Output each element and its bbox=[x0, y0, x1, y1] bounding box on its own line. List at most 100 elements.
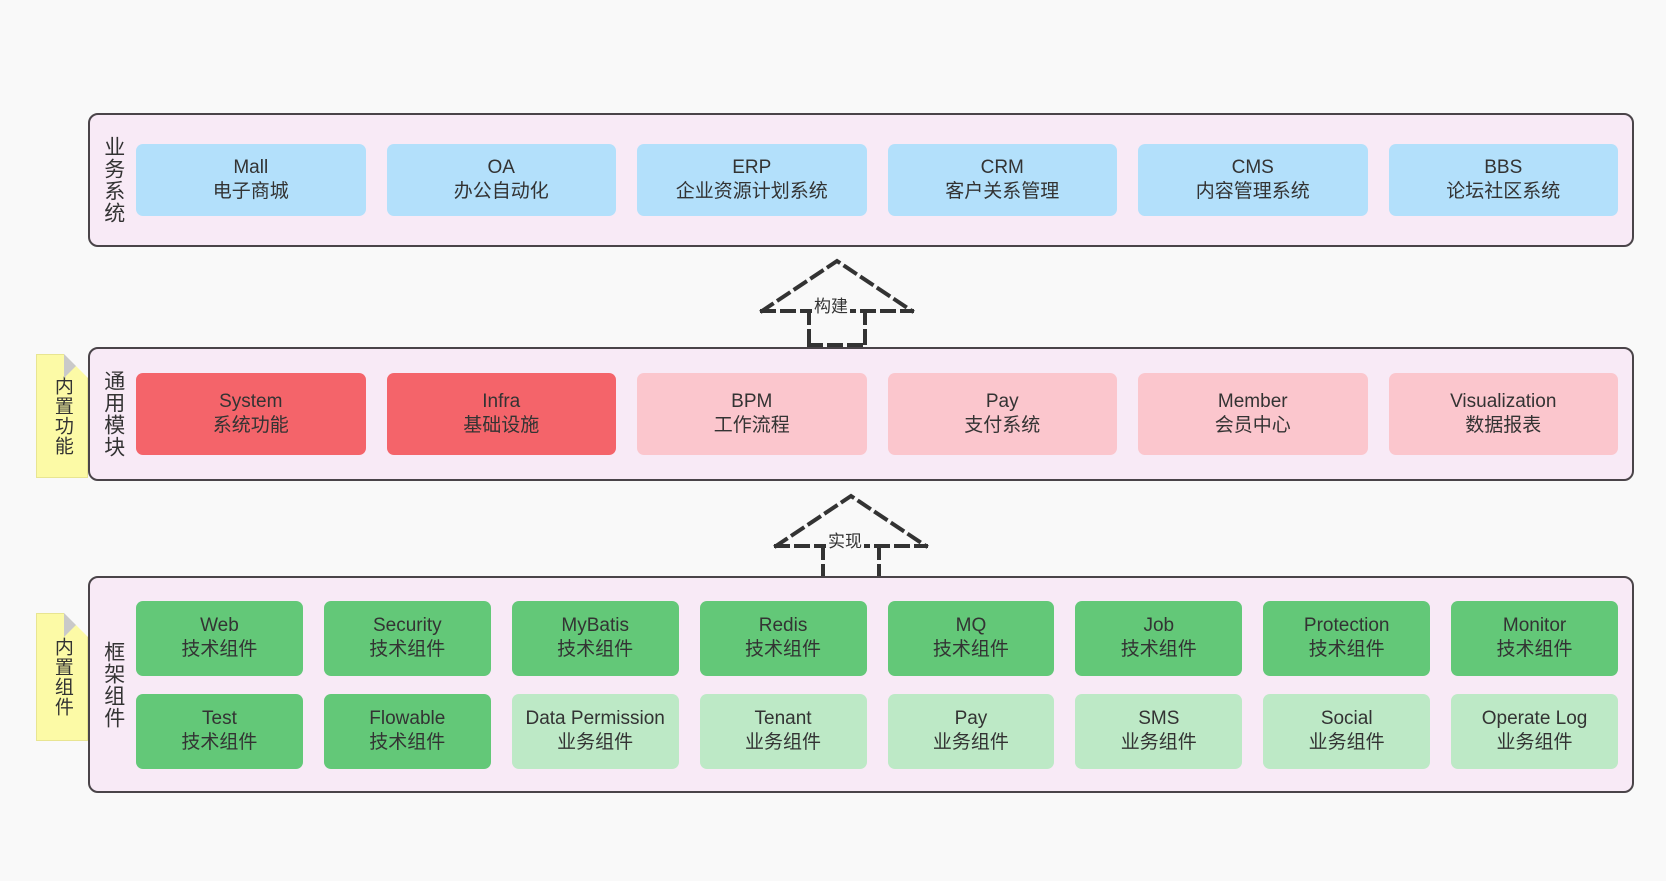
card-subtitle: 技术组件 bbox=[932, 639, 1009, 660]
card-subtitle: 技术组件 bbox=[369, 639, 446, 660]
card-subtitle: 业务组件 bbox=[932, 732, 1009, 753]
card-subtitle: 技术组件 bbox=[1120, 639, 1197, 660]
card-title: MyBatis bbox=[561, 614, 629, 636]
connector-implement-label: 实现 bbox=[826, 527, 864, 552]
card-title: Test bbox=[202, 707, 237, 729]
card-bbs[interactable]: BBS 论坛社区系统 bbox=[1388, 144, 1618, 216]
card-title: OA bbox=[487, 156, 515, 178]
card-subtitle: 办公自动化 bbox=[453, 181, 549, 202]
card-monitor[interactable]: Monitor 技术组件 bbox=[1451, 600, 1618, 676]
note-builtin-components: 内置组件 bbox=[36, 613, 88, 741]
card-title: Operate Log bbox=[1481, 707, 1588, 729]
card-protection[interactable]: Protection 技术组件 bbox=[1263, 600, 1431, 676]
connector-build-label: 构建 bbox=[812, 292, 850, 317]
card-data-permission[interactable]: Data Permission 业务组件 bbox=[511, 693, 679, 769]
card-row: Mall 电子商城 OA 办公自动化 ERP 企业资源计划系统 CRM 客户关系… bbox=[136, 144, 1618, 216]
card-subtitle: 技术组件 bbox=[1308, 639, 1385, 660]
note-label: 内置组件 bbox=[51, 637, 73, 717]
card-title: Infra bbox=[482, 390, 521, 412]
layer-business-systems: 业务系统 Mall 电子商城 OA 办公自动化 ERP 企业资源计划系统 CRM… bbox=[88, 113, 1634, 247]
card-subtitle: 基础设施 bbox=[463, 415, 540, 436]
card-pay[interactable]: Pay 支付系统 bbox=[887, 373, 1117, 455]
card-pay-component[interactable]: Pay 业务组件 bbox=[887, 693, 1055, 769]
card-subtitle: 业务组件 bbox=[745, 732, 822, 753]
card-subtitle: 工作流程 bbox=[713, 415, 790, 436]
card-subtitle: 数据报表 bbox=[1465, 415, 1542, 436]
card-title: Social bbox=[1320, 707, 1373, 729]
card-title: Flowable bbox=[369, 707, 446, 729]
card-title: Pay bbox=[985, 390, 1019, 412]
card-title: CRM bbox=[980, 156, 1024, 178]
card-subtitle: 技术组件 bbox=[1496, 639, 1573, 660]
card-subtitle: 业务组件 bbox=[557, 732, 634, 753]
card-member[interactable]: Member 会员中心 bbox=[1138, 373, 1368, 455]
card-title: MQ bbox=[955, 614, 987, 636]
card-web[interactable]: Web 技术组件 bbox=[136, 600, 303, 676]
card-title: Protection bbox=[1303, 614, 1390, 636]
card-test[interactable]: Test 技术组件 bbox=[136, 693, 303, 769]
card-operate-log[interactable]: Operate Log 业务组件 bbox=[1451, 693, 1618, 769]
card-infra[interactable]: Infra 基础设施 bbox=[386, 373, 616, 455]
card-row: Test 技术组件 Flowable 技术组件 Data Permission … bbox=[136, 693, 1618, 769]
card-subtitle: 会员中心 bbox=[1214, 415, 1291, 436]
card-subtitle: 技术组件 bbox=[181, 732, 258, 753]
layer-body-business-systems: Mall 电子商城 OA 办公自动化 ERP 企业资源计划系统 CRM 客户关系… bbox=[136, 115, 1632, 245]
card-subtitle: 业务组件 bbox=[1120, 732, 1197, 753]
card-title: CMS bbox=[1231, 156, 1274, 178]
card-visualization[interactable]: Visualization 数据报表 bbox=[1388, 373, 1618, 455]
card-mq[interactable]: MQ 技术组件 bbox=[887, 600, 1055, 676]
card-row: Web 技术组件 Security 技术组件 MyBatis 技术组件 Redi… bbox=[136, 600, 1618, 676]
card-subtitle: 论坛社区系统 bbox=[1446, 181, 1561, 202]
card-title: Member bbox=[1217, 390, 1288, 412]
layer-label-common-modules: 通用模块 bbox=[101, 370, 125, 458]
card-subtitle: 电子商城 bbox=[212, 181, 289, 202]
card-sms[interactable]: SMS 业务组件 bbox=[1075, 693, 1243, 769]
card-title: Data Permission bbox=[525, 707, 665, 729]
card-subtitle: 客户关系管理 bbox=[945, 181, 1060, 202]
layer-label-business-systems: 业务系统 bbox=[101, 136, 125, 224]
card-row: System 系统功能 Infra 基础设施 BPM 工作流程 Pay 支付系统… bbox=[136, 373, 1618, 455]
card-title: Pay bbox=[954, 707, 988, 729]
card-title: BBS bbox=[1484, 156, 1523, 178]
card-flowable[interactable]: Flowable 技术组件 bbox=[323, 693, 491, 769]
card-erp[interactable]: ERP 企业资源计划系统 bbox=[637, 144, 867, 216]
card-title: Security bbox=[372, 614, 442, 636]
card-subtitle: 企业资源计划系统 bbox=[675, 181, 828, 202]
card-mybatis[interactable]: MyBatis 技术组件 bbox=[511, 600, 679, 676]
card-title: SMS bbox=[1138, 707, 1180, 729]
card-system[interactable]: System 系统功能 bbox=[136, 373, 366, 455]
layer-framework-components: 框架组件 Web 技术组件 Security 技术组件 MyBatis 技术组件… bbox=[88, 576, 1634, 793]
card-subtitle: 技术组件 bbox=[181, 639, 258, 660]
card-subtitle: 内容管理系统 bbox=[1195, 181, 1310, 202]
layer-common-modules: 通用模块 System 系统功能 Infra 基础设施 BPM 工作流程 Pay… bbox=[88, 347, 1634, 481]
card-title: Mall bbox=[233, 156, 269, 178]
card-title: Visualization bbox=[1450, 390, 1557, 412]
layer-body-framework-components: Web 技术组件 Security 技术组件 MyBatis 技术组件 Redi… bbox=[136, 578, 1632, 791]
card-subtitle: 系统功能 bbox=[212, 415, 289, 436]
card-bpm[interactable]: BPM 工作流程 bbox=[637, 373, 867, 455]
card-subtitle: 业务组件 bbox=[1496, 732, 1573, 753]
card-title: ERP bbox=[732, 156, 772, 178]
card-title: BPM bbox=[731, 390, 773, 412]
layer-body-common-modules: System 系统功能 Infra 基础设施 BPM 工作流程 Pay 支付系统… bbox=[136, 349, 1632, 479]
card-job[interactable]: Job 技术组件 bbox=[1075, 600, 1243, 676]
card-subtitle: 支付系统 bbox=[964, 415, 1041, 436]
note-label: 内置功能 bbox=[51, 376, 73, 456]
card-title: System bbox=[219, 390, 283, 412]
card-tenant[interactable]: Tenant 业务组件 bbox=[699, 693, 867, 769]
card-subtitle: 技术组件 bbox=[745, 639, 822, 660]
card-social[interactable]: Social 业务组件 bbox=[1263, 693, 1431, 769]
card-oa[interactable]: OA 办公自动化 bbox=[386, 144, 616, 216]
note-builtin-function: 内置功能 bbox=[36, 354, 88, 478]
card-mall[interactable]: Mall 电子商城 bbox=[136, 144, 366, 216]
card-subtitle: 业务组件 bbox=[1308, 732, 1385, 753]
card-title: Tenant bbox=[754, 707, 812, 729]
layer-label-framework-components: 框架组件 bbox=[101, 640, 125, 729]
card-title: Web bbox=[200, 614, 239, 636]
card-cms[interactable]: CMS 内容管理系统 bbox=[1138, 144, 1368, 216]
card-title: Job bbox=[1143, 614, 1175, 636]
card-title: Monitor bbox=[1502, 614, 1567, 636]
card-security[interactable]: Security 技术组件 bbox=[323, 600, 491, 676]
card-crm[interactable]: CRM 客户关系管理 bbox=[887, 144, 1117, 216]
card-redis[interactable]: Redis 技术组件 bbox=[699, 600, 867, 676]
